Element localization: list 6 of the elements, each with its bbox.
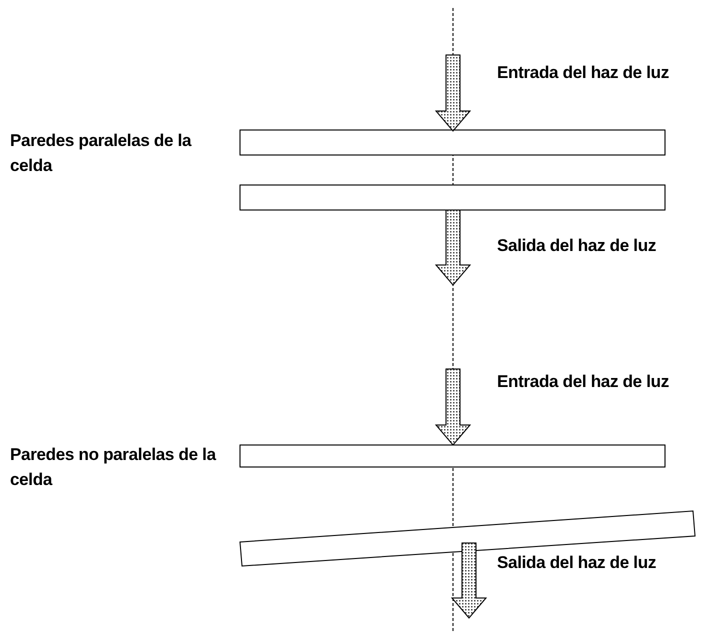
annotation-label: Paredes paralelas de la celda	[10, 130, 192, 177]
annotation-label: Salida del haz de luz	[497, 235, 658, 257]
annotation-label: Paredes no paralelas de la celda	[10, 444, 218, 491]
annotation-label: Entrada del haz de luz	[497, 62, 670, 84]
annotation-label: Entrada del haz de luz	[497, 371, 670, 393]
annotation-label: Salida del haz de luz	[497, 552, 658, 574]
